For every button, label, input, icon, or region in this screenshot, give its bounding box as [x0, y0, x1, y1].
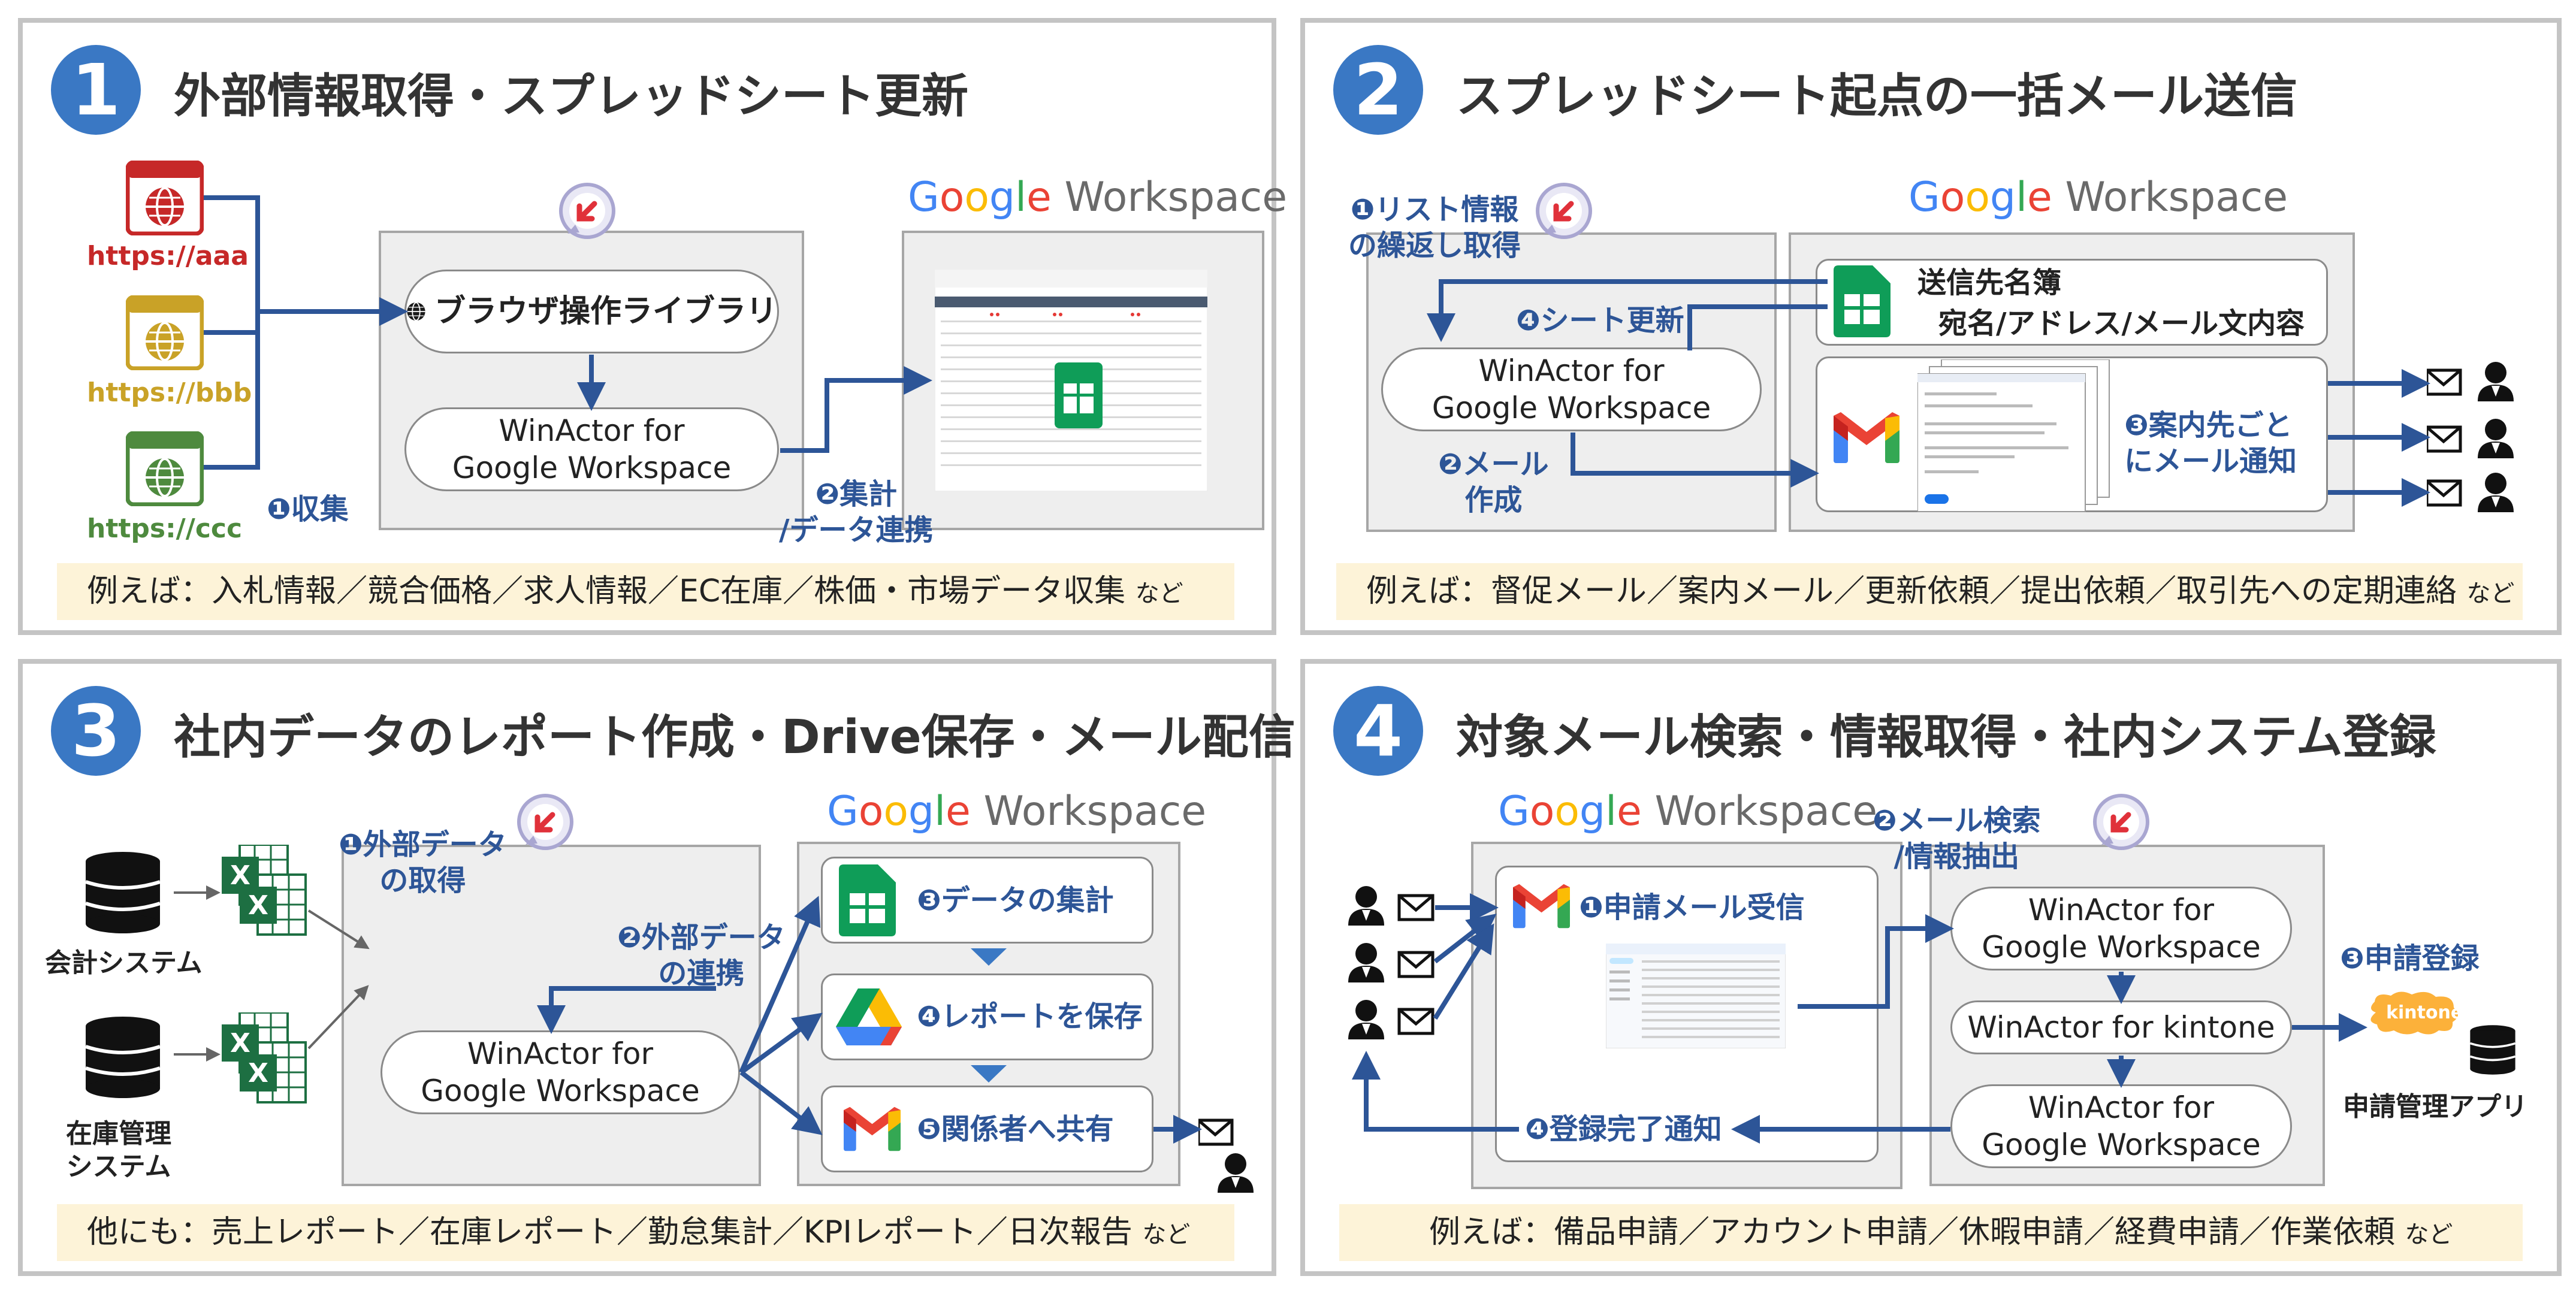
svg-text:X: X: [230, 860, 250, 891]
mail-search-label: ❷メール検索 /情報抽出: [1873, 804, 2041, 873]
notify-label: ❸案内先ごと にメール通知: [2124, 409, 2297, 478]
database-icon: [85, 1017, 161, 1098]
url-label-ccc: https://ccc: [87, 513, 243, 544]
google-drive-icon: [836, 988, 902, 1045]
step-save-label: ❹レポートを保存: [917, 1000, 1143, 1033]
step-aggregate-label: ❸データの集計: [917, 884, 1114, 917]
globe-icon: [407, 302, 425, 321]
gmail-icon: [1513, 884, 1570, 929]
excel-files-icon: X: [222, 845, 307, 936]
panel-2-footer: 例えば：督促メール／案内メール／更新依頼／提出依頼／取引先への定期連絡 など: [1336, 563, 2523, 620]
aggregate-label: ❷集計 /データ連携: [779, 477, 934, 547]
database-icon: [2469, 1025, 2516, 1075]
winactor-gws-pill-2: WinActor for Google Workspace: [1950, 1084, 2292, 1168]
database-icon: [85, 852, 161, 933]
address-book-box: [1816, 259, 2328, 346]
panel-2-footer-nado: など: [2466, 580, 2515, 607]
panel-4-footer-text: 例えば：備品申請／アカウント申請／休暇申請／経費申請／作業依頼: [1429, 1214, 2396, 1250]
panel-1-footer-nado: など: [1135, 580, 1183, 607]
kintone-logo-text: kintone: [2386, 1002, 2463, 1023]
winactor-gws-pill: WinActor for Google Workspace: [1381, 347, 1762, 431]
browser-icon: [126, 295, 204, 370]
browser-icon: [126, 431, 204, 506]
winactor-logo-icon: [1536, 183, 1592, 239]
panel-2-title: スプレッドシート起点の一括メール送信: [1456, 69, 2298, 123]
panel-3-footer-nado: など: [1142, 1221, 1191, 1248]
step-number-2: 2: [1333, 45, 1423, 135]
applicant-icons: [1348, 886, 1435, 1051]
panel-4-footer: 例えば：備品申請／アカウント申請／休暇申請／経費申請／作業依頼 など: [1339, 1204, 2523, 1261]
winactor-kintone-pill: WinActor for kintone: [1950, 1000, 2292, 1054]
recipient-icons: [2427, 362, 2523, 527]
step-number-4: 4: [1333, 686, 1423, 776]
panel-1-title: 外部情報取得・スプレッドシート更新: [174, 69, 969, 123]
registration-done-label: ❹登録完了通知: [1525, 1112, 1722, 1146]
url-label-bbb: https://bbb: [87, 377, 252, 408]
list-repeat-label: ❶リスト情報 の繰返し取得: [1348, 193, 1521, 262]
kintone-logo-icon: [2370, 991, 2459, 1035]
panel-3-footer: 他にも：売上レポート／在庫レポート／勤怠集計／KPIレポート／日次報告 など: [57, 1204, 1234, 1261]
sheet-update-label: ❹シート更新: [1516, 304, 1684, 337]
browser-library-label: ブラウザ操作ライブラリ: [434, 293, 777, 329]
spreadsheet-screenshot: [935, 270, 1207, 491]
winactor-logo-icon: [2093, 794, 2149, 850]
mail-create-label: ❷メール 作成: [1438, 448, 1549, 517]
sheets-icon: [839, 864, 896, 936]
email-stack-icon: [1917, 359, 2110, 512]
get-external-data-label: ❶外部データ の取得: [339, 828, 507, 897]
link-external-data-label: ❷外部データ の連携: [617, 921, 786, 990]
register-label: ❸申請登録: [2340, 942, 2480, 975]
collect-label: ❶収集: [267, 492, 349, 526]
winactor-gws-pill: WinActor for Google Workspace: [404, 407, 779, 491]
inbox-screenshot: [1606, 944, 1786, 1048]
sheets-icon: [1834, 265, 1891, 337]
recipient-icons: [1198, 1118, 1254, 1193]
panel-3-footer-text: 他にも：売上レポート／在庫レポート／勤怠集計／KPIレポート／日次報告: [87, 1214, 1133, 1250]
address-book-subtitle: 宛名/アドレス/メール文内容: [1938, 307, 2305, 340]
url-label-aaa: https://aaa: [87, 241, 249, 271]
panel-4-title: 対象メール検索・情報取得・社内システム登録: [1456, 710, 2436, 764]
panel-2-footer-text: 例えば：督促メール／案内メール／更新依頼／提出依頼／取引先への定期連絡: [1366, 573, 2457, 609]
winactor-work-area: [342, 845, 761, 1186]
address-book-title: 送信先名簿: [1917, 266, 2062, 300]
winactor-logo-icon: [559, 183, 615, 239]
google-workspace-logo: Google Workspace: [908, 174, 1288, 221]
google-workspace-logo: Google Workspace: [827, 788, 1207, 835]
accounting-system-label: 会計システム: [45, 948, 203, 978]
panel-1-footer-text: 例えば：入札情報／競合価格／求人情報／EC在庫／株価・市場データ収集: [87, 573, 1126, 609]
panel-3-title: 社内データのレポート作成・Drive保存・メール配信: [174, 710, 1295, 764]
google-workspace-logo: Google Workspace: [1908, 174, 2288, 221]
step-share-label: ❺関係者へ共有: [917, 1112, 1114, 1146]
google-workspace-logo: Google Workspace: [1498, 788, 1878, 835]
winactor-logo-icon: [517, 794, 573, 850]
gmail-icon: [844, 1106, 901, 1151]
step-number-3: 3: [51, 686, 141, 776]
panel-1-footer: 例えば：入札情報／競合価格／求人情報／EC在庫／株価・市場データ収集 など: [57, 563, 1234, 620]
browser-library-pill: ブラウザ操作ライブラリ: [404, 270, 779, 353]
app-label: 申請管理アプリ: [2343, 1092, 2527, 1122]
panel-4-footer-nado: など: [2405, 1221, 2453, 1248]
step-number-1: 1: [51, 45, 141, 135]
winactor-gws-pill-1: WinActor for Google Workspace: [1950, 887, 2292, 970]
gmail-icon: [1834, 412, 1899, 463]
receive-mail-label: ❶申請メール受信: [1579, 891, 1805, 924]
inventory-system-label: 在庫管理 システム: [66, 1118, 171, 1182]
browser-icon: [126, 161, 204, 235]
